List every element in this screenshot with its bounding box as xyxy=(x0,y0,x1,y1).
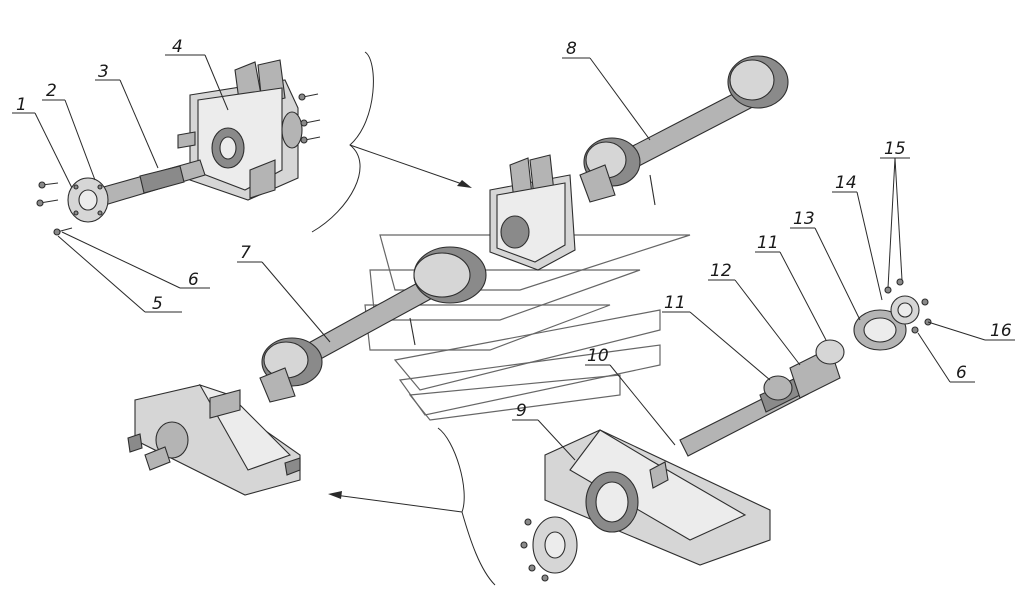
flow-brace-bottom xyxy=(328,427,496,586)
leader-lines xyxy=(12,54,1015,461)
gearbox-housing-upper xyxy=(177,59,303,201)
gearbox-lower-left xyxy=(127,384,301,496)
shaft-stack-right xyxy=(679,295,920,457)
label-3: 3 xyxy=(98,62,109,82)
cardan-shaft-lower xyxy=(259,246,487,403)
cardan-shaft-upper xyxy=(579,55,789,206)
label-2: 2 xyxy=(46,81,57,101)
label-12: 12 xyxy=(710,261,732,281)
label-16: 16 xyxy=(990,321,1012,341)
label-15: 15 xyxy=(884,139,906,159)
label-11b: 11 xyxy=(757,233,779,253)
flange-lower-right xyxy=(520,516,578,582)
part-labels: 1 2 3 4 5 6 7 8 9 10 11 11 12 13 14 15 1… xyxy=(16,37,1012,421)
label-4: 4 xyxy=(172,37,183,57)
label-14: 14 xyxy=(835,173,857,193)
label-11: 11 xyxy=(664,293,686,313)
bolts-upper xyxy=(298,93,321,144)
flow-brace-top xyxy=(311,51,472,233)
label-6b: 6 xyxy=(956,363,967,383)
bolts-flange xyxy=(36,181,73,236)
label-13: 13 xyxy=(793,209,815,229)
label-1: 1 xyxy=(16,95,27,115)
label-9: 9 xyxy=(516,401,527,421)
label-5: 5 xyxy=(152,294,163,314)
watermark-logo xyxy=(364,234,691,421)
gearbox-lower-right xyxy=(544,429,771,566)
label-7: 7 xyxy=(240,243,251,263)
label-10: 10 xyxy=(587,346,609,366)
shaft-assembly-upper xyxy=(67,159,206,223)
label-8: 8 xyxy=(566,39,577,59)
label-6: 6 xyxy=(188,270,199,290)
gearbox-central xyxy=(489,154,576,271)
